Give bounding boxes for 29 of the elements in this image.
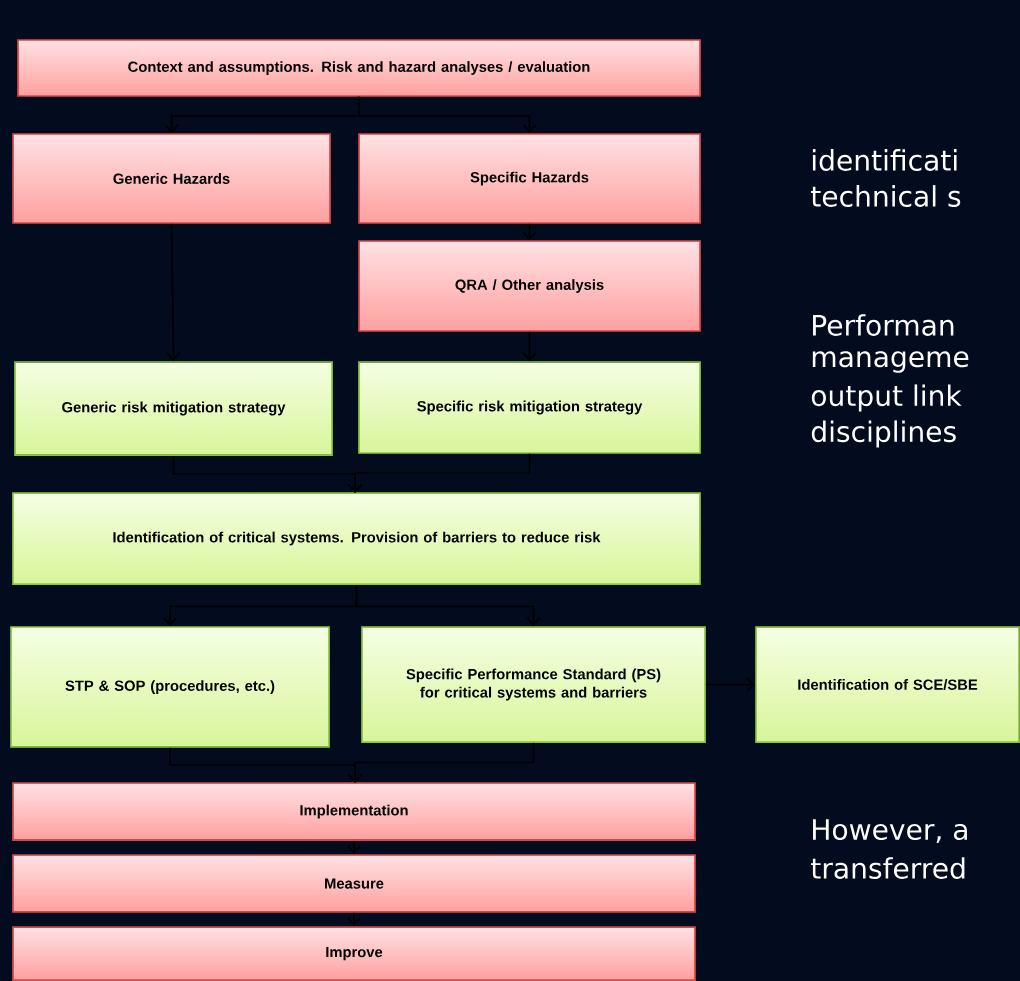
process-box: Generic Hazards (12, 133, 331, 224)
process-box: Measure (12, 854, 696, 913)
arrow (358, 96, 537, 134)
process-box: Context and assumptions. Risk and hazard analyses / evaluation (17, 39, 701, 97)
arrow (522, 223, 537, 241)
slide-text: output link (811, 384, 962, 412)
slide-text: However, a (813, 819, 967, 843)
process-box: Specific Hazards (358, 133, 701, 224)
process-box: Specific risk mitigation strategy (358, 361, 701, 454)
process-box: Identification of SCE/SBE (755, 626, 1020, 743)
arrow (705, 677, 756, 692)
process-box: Specific Performance Standard (PS) for critical systems and barriers (361, 626, 706, 743)
process-box: Identification of critical systems. Provision of barriers to reduce risk (12, 492, 701, 585)
process-box: Generic risk mitigation strategy (14, 361, 333, 456)
slide-text: manageme (812, 351, 969, 373)
arrow (522, 331, 537, 362)
arrow (355, 584, 541, 627)
arrow (347, 453, 531, 493)
slide-text: technical s (811, 185, 961, 207)
process-box: STP & SOP (procedures, etc.) (10, 626, 330, 748)
slide-text: disciplines (811, 420, 956, 448)
slide-text: transferred (811, 857, 965, 879)
process-box: Implementation (12, 782, 696, 841)
slide-text: identificati (812, 149, 957, 171)
arrow (347, 742, 535, 783)
slide-text: Performan (813, 314, 954, 336)
process-box: Improve (12, 926, 696, 981)
process-box: QRA / Other analysis (358, 240, 701, 332)
arrow (166, 223, 181, 362)
